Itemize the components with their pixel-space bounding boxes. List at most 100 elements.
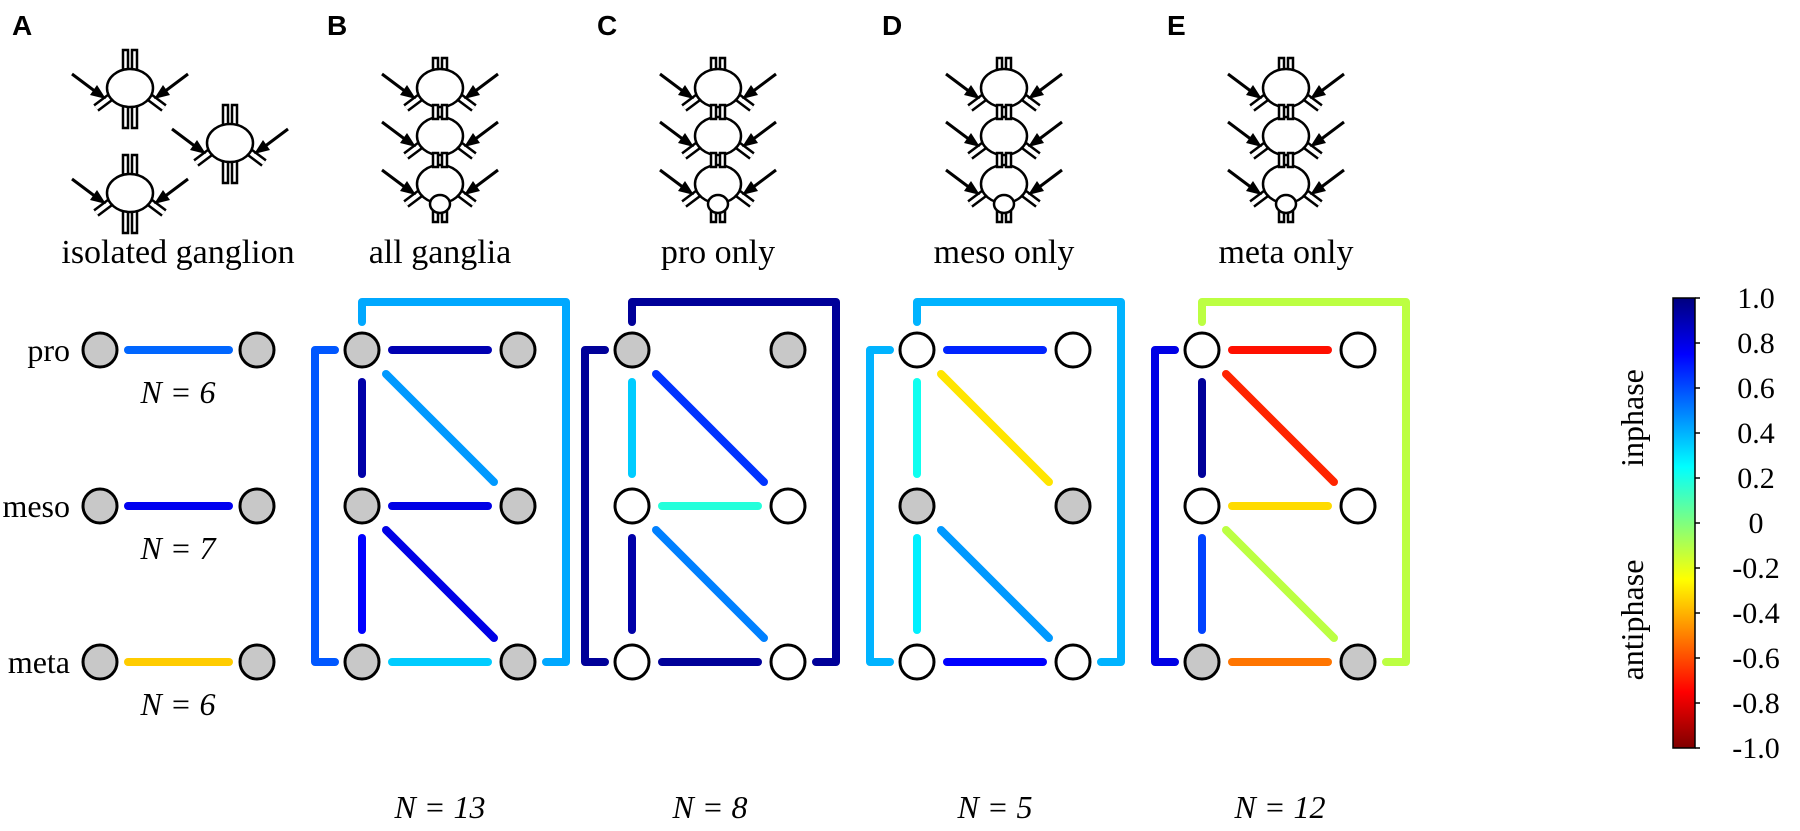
node-meso-right xyxy=(238,487,276,525)
colorbar-tick-label: 0.6 xyxy=(1737,372,1775,405)
chain-ganglion-pro xyxy=(1227,67,1345,112)
node-meso-right xyxy=(1054,487,1092,525)
inphase-label: inphase xyxy=(1614,369,1650,467)
chain-ganglion-meso xyxy=(945,115,1063,160)
chain-ganglion-meta xyxy=(945,163,1063,208)
colorbar: 1.00.80.60.40.20-0.2-0.4-0.6-0.8-1.0inph… xyxy=(1614,282,1780,765)
node-pro-right xyxy=(769,331,807,369)
node-pro-right xyxy=(1339,331,1377,369)
node-meso-left xyxy=(613,487,651,525)
row-labels: pro meso meta xyxy=(2,332,70,680)
node-meta-left xyxy=(1183,643,1221,681)
panel-caption: all ganglia xyxy=(369,234,512,271)
node-meta-left xyxy=(81,643,119,681)
row-label-pro: pro xyxy=(27,332,70,368)
ganglia-chain-schematic xyxy=(1227,56,1345,224)
bracket-left xyxy=(866,346,894,666)
n-count: N = 13 xyxy=(394,789,486,825)
colorbar-tick-label: 0 xyxy=(1749,507,1764,540)
edge-diag-pro-meso xyxy=(937,370,1053,486)
colorbar-tick-label: 0.8 xyxy=(1737,327,1775,360)
node-pro-left xyxy=(81,331,119,369)
node-meta-right xyxy=(499,643,537,681)
ganglia-chain-schematic xyxy=(945,56,1063,224)
chain-ganglion-pro xyxy=(659,67,777,112)
node-meso-left xyxy=(1183,487,1221,525)
chain-ganglion-pro xyxy=(945,67,1063,112)
panel-letter-D: D xyxy=(882,10,902,41)
node-meso-left xyxy=(898,487,936,525)
isolated-ganglia-schematic xyxy=(71,48,289,235)
bracket-right xyxy=(913,298,1125,666)
colorbar-tick-label: 0.4 xyxy=(1737,417,1775,450)
chain-ganglion-meta xyxy=(381,163,499,208)
node-meso-right xyxy=(1339,487,1377,525)
ganglia-chain-schematic xyxy=(381,56,499,224)
colorbar-tick-label: -1.0 xyxy=(1732,732,1780,765)
panel-caption: meso only xyxy=(934,234,1075,271)
panel-letter-A: A xyxy=(12,10,32,41)
row-label-meta: meta xyxy=(8,644,70,680)
n-count: N = 5 xyxy=(957,789,1033,825)
n-count-pro: N = 6 xyxy=(140,374,216,410)
bracket-right xyxy=(358,298,570,666)
edge-diag-pro-meso xyxy=(652,370,768,486)
node-pro-right xyxy=(238,331,276,369)
node-meta-right xyxy=(1054,643,1092,681)
chain-ganglion-meso xyxy=(1227,115,1345,160)
bracket-left xyxy=(581,346,609,666)
bracket-left xyxy=(1151,346,1179,666)
node-meta-right xyxy=(238,643,276,681)
node-meso-left xyxy=(343,487,381,525)
panel-letter-C: C xyxy=(597,10,617,41)
colorbar-tick-label: -0.8 xyxy=(1732,687,1780,720)
edge-diag-meso-meta xyxy=(937,526,1053,642)
chain-ganglion-pro xyxy=(381,67,499,112)
bracket-left xyxy=(311,346,339,666)
isolated-ganglion-meso xyxy=(171,103,289,185)
bracket-right xyxy=(1198,298,1410,666)
node-pro-right xyxy=(1054,331,1092,369)
node-meso-right xyxy=(499,487,537,525)
chain-ganglion-meso xyxy=(381,115,499,160)
chain-ganglion-meta xyxy=(1227,163,1345,208)
panel-caption: meta only xyxy=(1218,234,1353,271)
n-count-meso: N = 7 xyxy=(140,530,218,566)
node-pro-left xyxy=(613,331,651,369)
edge-diag-pro-meso xyxy=(382,370,498,486)
edge-diag-pro-meso xyxy=(1222,370,1338,486)
row-label-meso: meso xyxy=(2,488,70,524)
chain-ganglion-meso xyxy=(659,115,777,160)
node-meta-left xyxy=(613,643,651,681)
node-pro-left xyxy=(343,331,381,369)
bracket-right xyxy=(628,298,840,666)
panel-letter-E: E xyxy=(1167,10,1186,41)
colorbar-scale xyxy=(1672,297,1696,749)
node-meso-left xyxy=(81,487,119,525)
edge-diag-meso-meta xyxy=(382,526,498,642)
n-count-meta: N = 6 xyxy=(140,686,216,722)
n-count: N = 12 xyxy=(1234,789,1326,825)
node-pro-left xyxy=(1183,331,1221,369)
colorbar-tick-label: 0.2 xyxy=(1737,462,1775,495)
panel-letter-B: B xyxy=(327,10,347,41)
edge-diag-meso-meta xyxy=(1222,526,1338,642)
panel-caption: isolated ganglion xyxy=(61,234,294,271)
node-meta-left xyxy=(343,643,381,681)
node-meso-right xyxy=(769,487,807,525)
antiphase-label: antiphase xyxy=(1614,560,1650,681)
node-meta-right xyxy=(769,643,807,681)
panel-caption: pro only xyxy=(661,234,775,271)
colorbar-tick-label: -0.6 xyxy=(1732,642,1780,675)
node-meta-right xyxy=(1339,643,1377,681)
colorbar-tick-label: -0.4 xyxy=(1732,597,1780,630)
isolated-ganglion-pro xyxy=(71,48,189,130)
node-pro-left xyxy=(898,331,936,369)
